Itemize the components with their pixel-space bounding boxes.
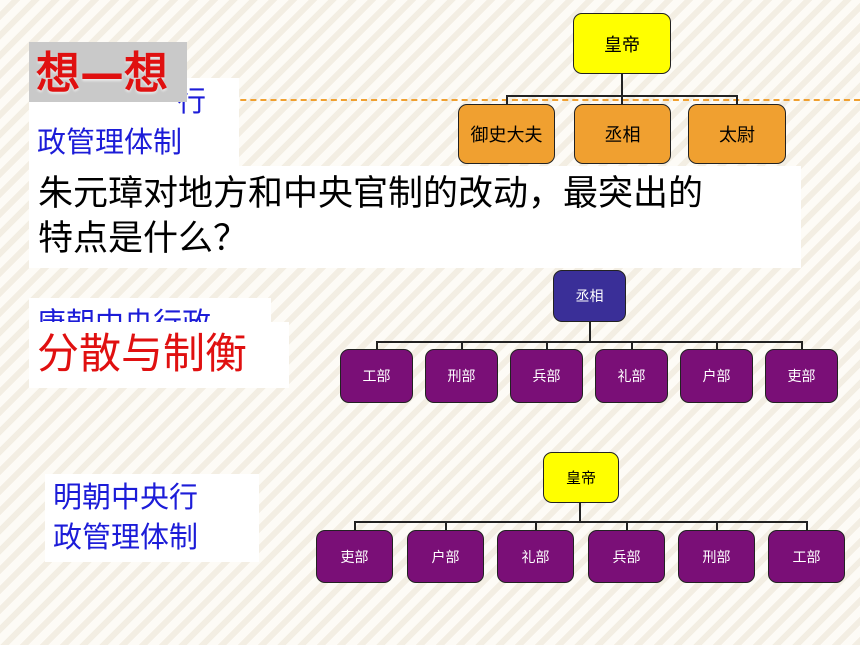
connector	[621, 95, 623, 105]
ming-label-line2: 政管理体制	[53, 520, 199, 554]
node-ministry-justice: 刑部	[425, 349, 498, 403]
node-ming-rites: 礼部	[497, 530, 574, 583]
ming-label-panel: 明朝中央行 政管理体制	[45, 474, 259, 562]
connector	[806, 521, 808, 530]
node-ministry-personnel: 吏部	[765, 349, 838, 403]
connector	[801, 341, 803, 350]
answer-text: 分散与制衡	[37, 329, 248, 378]
connector	[736, 95, 738, 105]
connector	[631, 341, 633, 350]
accent-rule	[190, 99, 860, 101]
connector	[506, 95, 508, 105]
connector	[546, 341, 548, 350]
node-ming-justice: 刑部	[678, 530, 755, 583]
connector	[626, 521, 628, 530]
node-censor: 御史大夫	[458, 104, 555, 164]
answer-panel: 分散与制衡	[29, 322, 289, 388]
connector	[461, 341, 463, 350]
node-ministry-war: 兵部	[510, 349, 583, 403]
connector	[716, 521, 718, 530]
ming-label-line1: 明朝中央行	[53, 480, 199, 514]
connector	[579, 502, 581, 522]
connector	[354, 521, 356, 530]
question-panel: 朱元璋对地方和中央官制的改动，最突出的 特点是什么？	[29, 166, 801, 268]
node-ming-revenue: 户部	[407, 530, 484, 583]
think-badge-text: 想—想	[36, 48, 168, 99]
connector	[355, 521, 808, 523]
connector	[535, 521, 537, 530]
node-ministry-revenue: 户部	[680, 349, 753, 403]
connector	[621, 74, 623, 96]
think-badge	[29, 42, 187, 102]
connector	[376, 341, 378, 350]
node-emperor: 皇帝	[573, 13, 671, 74]
question-line1: 朱元璋对地方和中央官制的改动，最突出的	[38, 174, 704, 214]
node-ming-personnel: 吏部	[316, 530, 393, 583]
node-ming-works: 工部	[768, 530, 845, 583]
qin-label-line2: 政管理体制	[37, 125, 183, 159]
node-chancellor-tang: 丞相	[553, 270, 626, 322]
connector	[716, 341, 718, 350]
connector	[589, 321, 591, 342]
node-chancellor: 丞相	[574, 104, 671, 164]
node-grand-commandant: 太尉	[688, 104, 786, 164]
node-ministry-works: 工部	[340, 349, 413, 403]
question-line2: 特点是什么？	[38, 219, 249, 259]
node-ming-war: 兵部	[588, 530, 665, 583]
connector	[445, 521, 447, 530]
node-emperor-ming: 皇帝	[543, 452, 619, 503]
connector	[377, 341, 803, 343]
node-ministry-rites: 礼部	[595, 349, 668, 403]
